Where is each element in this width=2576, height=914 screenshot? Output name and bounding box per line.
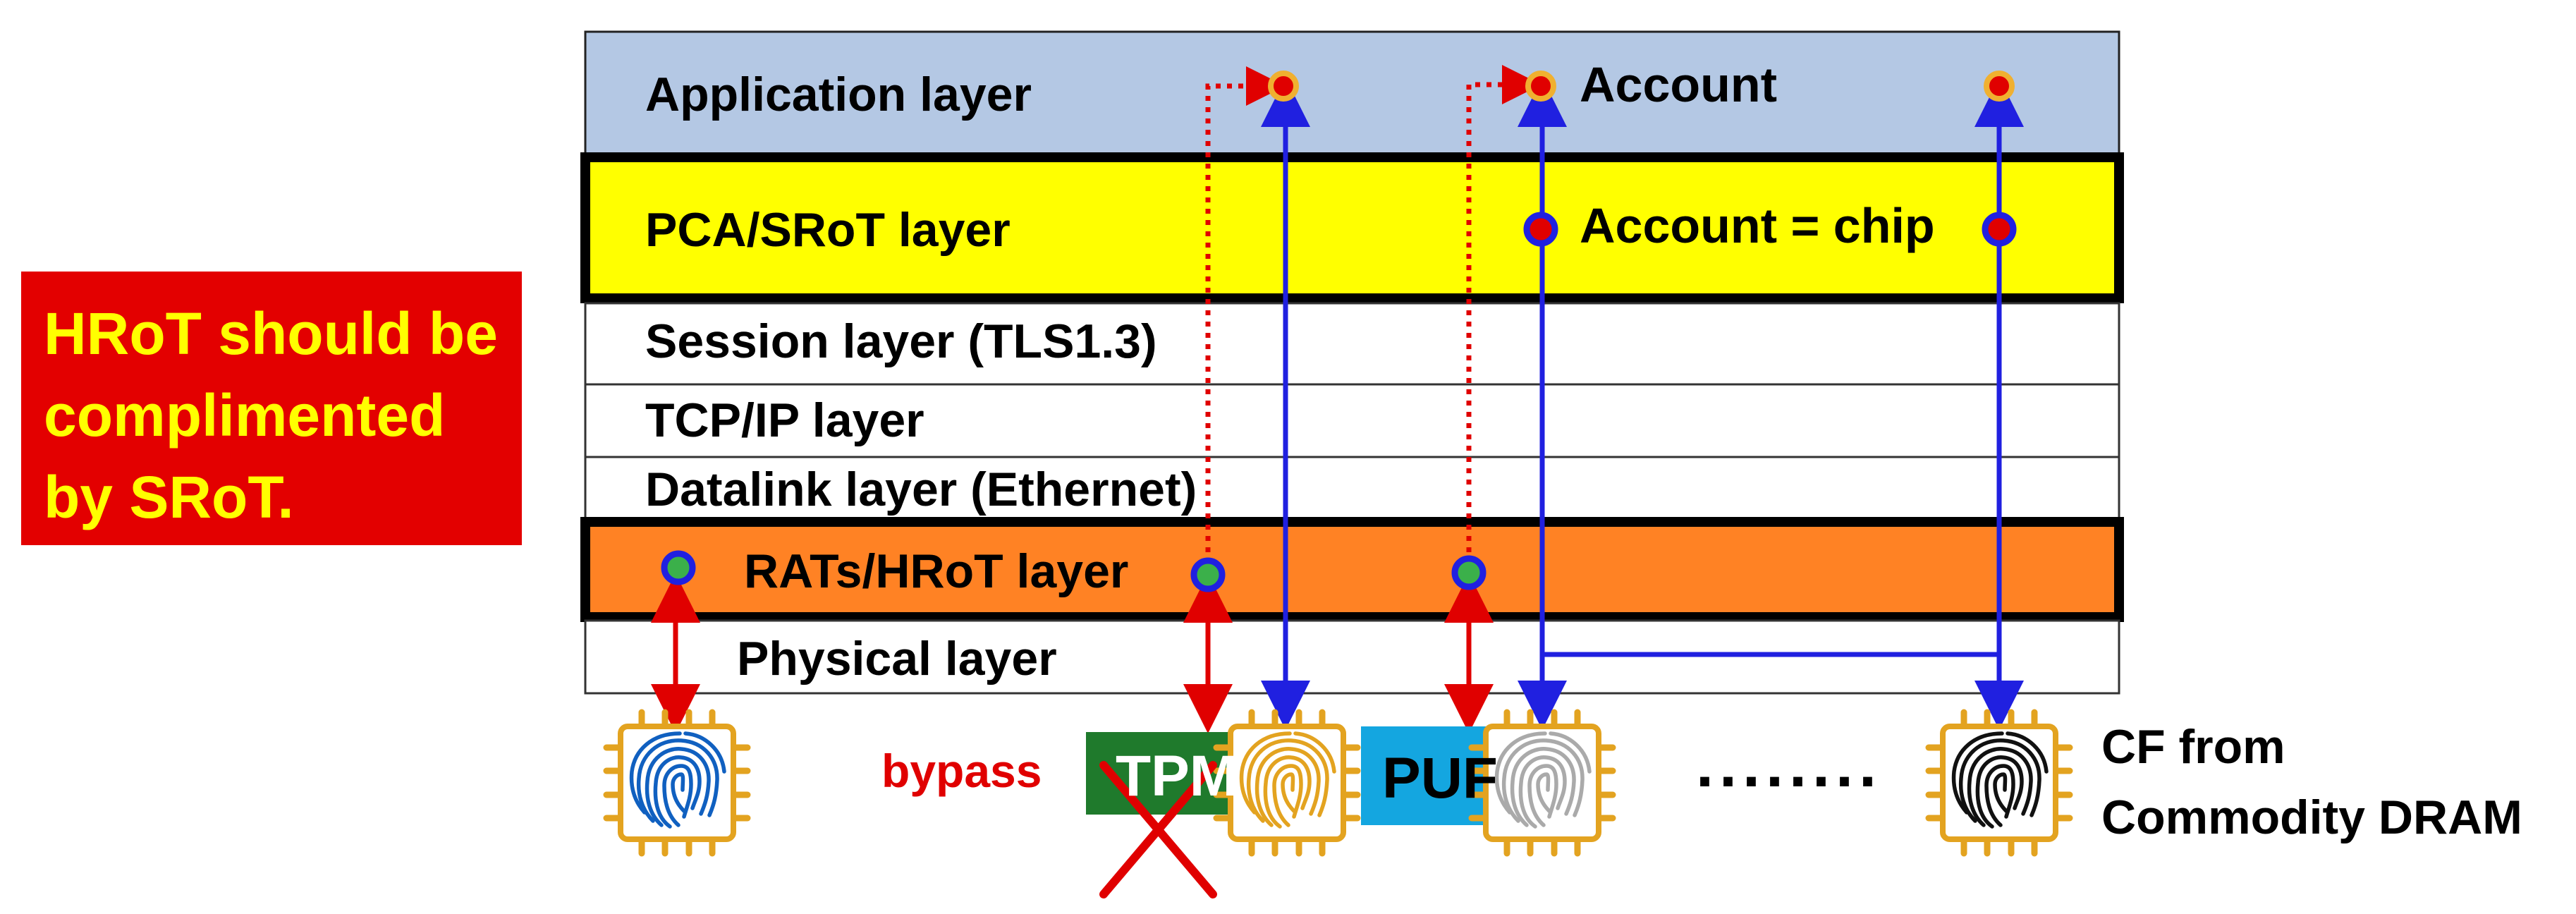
tcpip-band	[584, 383, 2120, 458]
application-band	[584, 30, 2120, 159]
cf-label-line1: CF from	[2101, 720, 2285, 774]
puf-label: PUF	[1382, 746, 1498, 810]
account-equals-chip-label: Account = chip	[1580, 198, 1935, 253]
session-band	[584, 302, 2120, 386]
account-label: Account	[1580, 57, 1777, 112]
rats-hrot-band	[580, 517, 2124, 622]
node-dot-icon	[661, 71, 2017, 592]
cross-icon	[1099, 761, 1217, 898]
hrot-note: HRoT should be complimented by SRoT.	[21, 272, 522, 545]
session-layer-label: Session layer (TLS1.3)	[645, 315, 1157, 368]
bypass-label: bypass	[881, 745, 1042, 797]
tcpip-layer-label: TCP/IP layer	[645, 394, 924, 447]
application-layer-label: Application layer	[645, 68, 1032, 121]
physical-layer-label: Physical layer	[737, 632, 1057, 686]
ellipsis-label: ........	[1696, 730, 1883, 800]
datalink-layer-label: Datalink layer (Ethernet)	[645, 463, 1197, 516]
note-line: HRoT should be	[44, 300, 498, 367]
cf-label-line2: Commodity DRAM	[2101, 791, 2522, 844]
tpm-label: TPM	[1116, 744, 1238, 808]
note-line: by SRoT.	[44, 464, 294, 530]
pca-srot-layer-label: PCA/SRoT layer	[645, 203, 1011, 257]
pca-srot-band	[580, 152, 2124, 303]
tpm-bypass-arrow	[1205, 66, 1286, 575]
fingerprint-chip-icon	[1929, 712, 2070, 853]
puf-bypass-arrow	[1466, 65, 1542, 575]
fingerprint-chip-icon	[606, 712, 747, 853]
rats-hrot-layer-label: RATs/HRoT layer	[744, 544, 1129, 598]
note-line: complimented	[44, 382, 446, 449]
